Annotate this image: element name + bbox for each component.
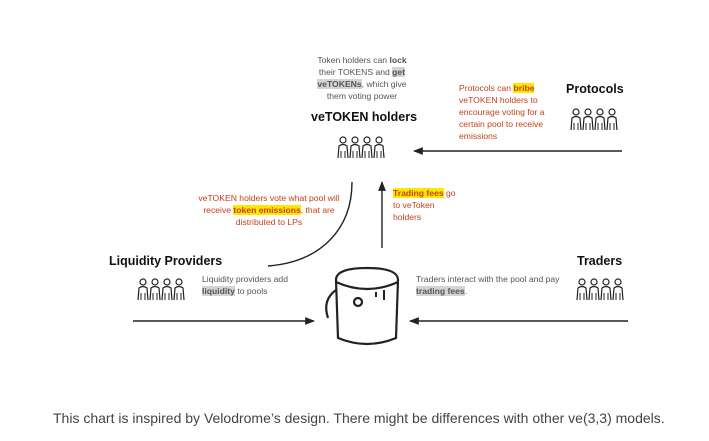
- traders-note: Traders interact with the pool and pay t…: [416, 274, 560, 296]
- traders-people-icon: [577, 279, 623, 300]
- token-holders-note: Token holders can lock their TOKENS and …: [317, 55, 407, 101]
- liquidity-providers-people-icon: [138, 279, 184, 300]
- pool-bucket-icon: [325, 266, 400, 346]
- protocols-people-icon: [571, 109, 617, 130]
- trading-fees-note: Trading fees go to veToken holders: [393, 188, 456, 222]
- liquidity-providers-title: Liquidity Providers: [109, 254, 223, 268]
- protocols-note: Protocols can bribe veTOKEN holders to e…: [459, 83, 545, 141]
- vetoken-holders-title: veTOKEN holders: [311, 110, 418, 124]
- lp-note: Liquidity providers add liquidity to poo…: [202, 274, 288, 296]
- protocols-title: Protocols: [566, 82, 624, 96]
- vetoken-holders-people-icon: [338, 137, 384, 158]
- vote-note: veTOKEN holders vote what pool will rece…: [198, 193, 340, 227]
- curve-vetoken-to-lp: [267, 181, 353, 267]
- traders-title: Traders: [577, 254, 623, 268]
- chart-caption: This chart is inspired by Velodrome’s de…: [53, 410, 665, 426]
